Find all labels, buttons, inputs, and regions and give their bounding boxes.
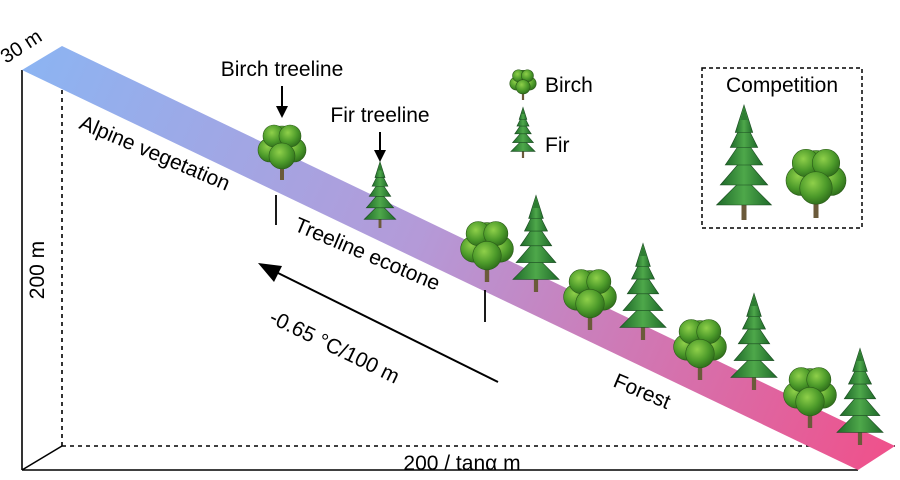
fir-tree-icon: [363, 160, 397, 228]
competition-box: Competition: [701, 67, 863, 229]
lapse-rate-label: -0.65 °C/100 m: [266, 306, 403, 389]
fir-tree-icon: [619, 242, 667, 340]
legend: Birch Fir: [509, 69, 593, 158]
lapse-rate-arrow: [258, 263, 499, 383]
legend-birch-icon: [509, 69, 537, 100]
birch-tree-icon: [509, 69, 537, 100]
birch-tree-icon: [257, 124, 307, 180]
height-label: 200 m: [26, 241, 49, 299]
birch-tree-icon: [783, 367, 837, 428]
legend-birch-label: Birch: [545, 74, 593, 97]
competition-title: Competition: [726, 74, 838, 97]
legend-fir-label: Fir: [545, 134, 570, 157]
slope-plane: [22, 46, 895, 470]
birch-treeline-arrow: [276, 86, 288, 118]
base-length-label: 200 / tanα m: [403, 452, 520, 475]
fir-tree-icon: [510, 106, 536, 158]
trees-layer: [257, 124, 884, 445]
birch-treeline-label: Birch treeline: [221, 58, 344, 81]
fir-tree-icon: [836, 347, 884, 445]
fir-tree-icon: [730, 292, 778, 390]
base-front-line: [21, 445, 63, 471]
slope-box-frame: [21, 70, 895, 471]
birch-tree-icon: [460, 221, 514, 282]
fir-treeline-arrow: [374, 132, 386, 162]
fir-tree-icon: [512, 194, 560, 292]
birch-tree-icon: [785, 148, 847, 218]
birch-tree-icon: [673, 319, 727, 380]
fir-treeline-label: Fir treeline: [330, 104, 429, 127]
birch-tree-icon: [563, 269, 617, 330]
competition-trees: [715, 104, 847, 220]
competition-frame: [701, 67, 863, 229]
legend-fir-icon: [510, 106, 536, 158]
fir-tree-icon: [715, 104, 773, 220]
